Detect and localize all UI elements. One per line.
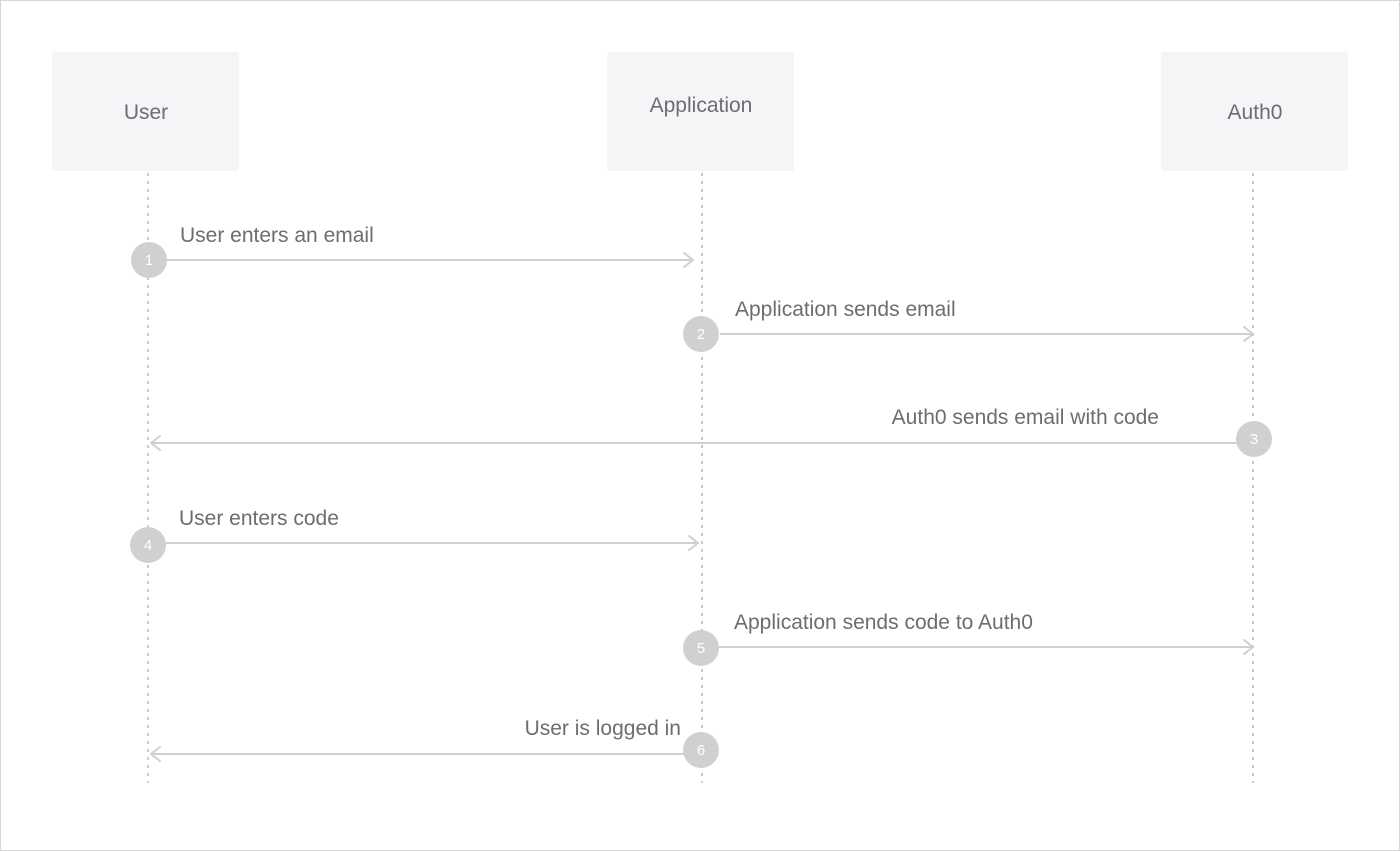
participant-auth0: Auth0 [1161, 52, 1348, 783]
message-3-label: Auth0 sends email with code [892, 406, 1159, 429]
message-1: 1 User enters an email [131, 224, 694, 278]
message-3: 3 Auth0 sends email with code [150, 406, 1272, 457]
message-4: 4 User enters code [130, 507, 699, 563]
step-number-5: 5 [697, 640, 705, 657]
participant-user: User [52, 52, 239, 783]
step-badge-1 [131, 242, 167, 278]
message-2: 2 Application sends email [683, 298, 1254, 352]
step-number-4: 4 [144, 537, 152, 554]
participant-auth0-label: Auth0 [1228, 101, 1283, 124]
step-number-2: 2 [697, 326, 705, 343]
message-1-label: User enters an email [180, 224, 374, 247]
message-5-label: Application sends code to Auth0 [734, 611, 1033, 634]
step-number-3: 3 [1250, 431, 1258, 448]
message-5-arrowhead [1243, 639, 1254, 655]
step-badge-6 [683, 732, 719, 768]
message-4-label: User enters code [179, 507, 339, 530]
message-3-arrowhead [150, 435, 161, 451]
participant-application-box [607, 52, 794, 171]
participant-application: Application [607, 52, 794, 783]
message-6: 6 User is logged in [150, 717, 719, 768]
step-badge-5 [683, 630, 719, 666]
message-1-arrowhead [683, 252, 694, 268]
step-badge-4 [130, 527, 166, 563]
message-4-arrowhead [688, 535, 699, 551]
step-badge-2 [683, 316, 719, 352]
step-badge-3 [1236, 421, 1272, 457]
step-number-1: 1 [145, 252, 153, 269]
message-2-arrowhead [1243, 326, 1254, 342]
participant-user-label: User [124, 101, 168, 124]
step-number-6: 6 [697, 742, 705, 759]
message-6-arrowhead [150, 746, 161, 762]
participant-application-label: Application [650, 94, 753, 117]
message-2-label: Application sends email [735, 298, 956, 321]
participant-auth0-box [1161, 52, 1348, 171]
message-6-label: User is logged in [525, 717, 681, 740]
participant-user-box [52, 52, 239, 171]
message-5: 5 Application sends code to Auth0 [683, 611, 1254, 666]
